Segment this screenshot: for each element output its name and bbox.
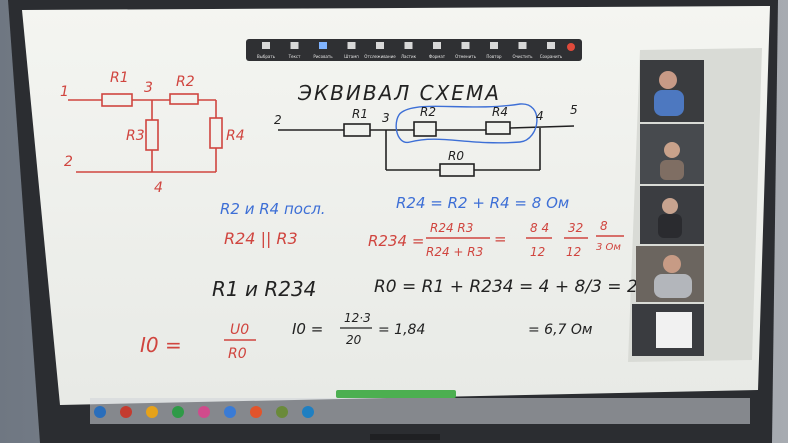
- node-label: 5: [570, 103, 578, 117]
- note-frac2-num: 8 4: [530, 221, 549, 235]
- toolbar-icon[interactable]: [290, 42, 299, 49]
- resistor-label: R2: [176, 74, 195, 90]
- toolbar-item-label[interactable]: Рисовать: [313, 54, 333, 59]
- note-frac1-num: R24 R3: [430, 221, 473, 235]
- toolbar-icon[interactable]: [347, 42, 356, 49]
- toolbar-item-label[interactable]: Отменить: [455, 54, 477, 59]
- taskbar-app-icon[interactable]: [198, 406, 210, 418]
- highlight-loop: [395, 103, 538, 144]
- circuit-left-labels: 1 R1 3 R2 R3 R4 2 4: [60, 70, 245, 196]
- note-frac2-den: 12: [530, 245, 545, 259]
- note-calc-rhs: = 1,84: [378, 322, 425, 338]
- taskbar-app-icon[interactable]: [224, 406, 236, 418]
- toolbar-item-label[interactable]: Отслеживание: [364, 54, 396, 59]
- note-frac4-den: 3 Ом: [596, 242, 621, 253]
- equivalent-circuit-title: ЭКВИВАЛ СХЕМА: [297, 81, 501, 105]
- taskbar-app-icon[interactable]: [302, 406, 314, 418]
- circuit-right: [278, 121, 575, 177]
- toolbar-icon[interactable]: [404, 42, 413, 49]
- screen-share-banner[interactable]: [336, 390, 456, 398]
- note-i0: I0 =: [140, 333, 182, 357]
- note-frac4-num: 8: [600, 219, 608, 233]
- node-label: 3: [382, 111, 390, 125]
- note-calc-den: 20: [346, 333, 362, 347]
- resistor-label: R0: [448, 149, 464, 163]
- note-frac3-den: 12: [566, 245, 581, 259]
- note-frac1-den: R24 + R3: [426, 245, 483, 259]
- node-label: 3: [144, 80, 153, 96]
- taskbar: [90, 390, 750, 424]
- taskbar-app-icon[interactable]: [172, 406, 184, 418]
- resistor-label: R1: [110, 70, 129, 86]
- toolbar-icon[interactable]: [518, 42, 527, 49]
- toolbar-item-label[interactable]: Сохранить: [540, 54, 563, 59]
- note-ohm: = 6,7 Ом: [528, 322, 593, 338]
- note-i0-calc: I0 =: [292, 320, 323, 338]
- toolbar-icon[interactable]: [490, 42, 498, 49]
- note-series-2: R1 и R234: [212, 277, 316, 301]
- toolbar-icon[interactable]: [433, 42, 441, 49]
- taskbar-app-icon[interactable]: [146, 406, 158, 418]
- toolbar-item-label[interactable]: Ластик: [401, 54, 417, 59]
- note-frac3-num: 32: [568, 221, 583, 235]
- toolbar-icon[interactable]: [262, 42, 270, 49]
- circuit-right-labels: 2 R1 3 R2 R4 4 5 R0: [274, 103, 578, 163]
- taskbar-app-icon[interactable]: [120, 406, 132, 418]
- taskbar-app-icon[interactable]: [250, 406, 262, 418]
- toolbar-item-label[interactable]: Текст: [288, 54, 302, 59]
- resistor-label: R2: [420, 105, 436, 119]
- node-label: 2: [274, 113, 282, 127]
- toolbar-icon[interactable]: [547, 42, 555, 49]
- whiteboard-area: [22, 6, 770, 405]
- note-calc-num: 12·3: [344, 311, 371, 325]
- video-panel: [632, 60, 704, 356]
- node-label: 4: [154, 180, 163, 196]
- taskbar-app-icon[interactable]: [276, 406, 288, 418]
- node-label: 2: [64, 154, 73, 170]
- toolbar-item-label[interactable]: Формат: [429, 54, 446, 59]
- note-series: R2 и R4 посл.: [220, 200, 326, 218]
- circuit-left: [68, 93, 223, 173]
- toolbar-item-label[interactable]: Повтор: [486, 54, 502, 59]
- resistor-label: R4: [226, 128, 245, 144]
- note-r0: R0 = R1 + R234 = 4 + 8/3 = 20/3 =: [374, 277, 685, 297]
- note-eq: =: [494, 230, 507, 248]
- resistor-label: R3: [126, 128, 145, 144]
- note-u0: U0: [230, 322, 249, 338]
- node-label: 1: [60, 84, 69, 100]
- resistor-label: R1: [352, 107, 368, 121]
- toolbar-icon[interactable]: [319, 42, 327, 49]
- note-r234-lhs: R234 =: [368, 232, 424, 250]
- toolbar-item-label[interactable]: Очистить: [513, 54, 534, 59]
- toolbar-item-label[interactable]: Выбрать: [257, 54, 276, 59]
- toolbar-icon[interactable]: [461, 42, 470, 49]
- close-icon[interactable]: [567, 43, 575, 51]
- toolbar-icon[interactable]: [376, 42, 384, 49]
- resistor-label: R4: [492, 105, 508, 119]
- annotation-toolbar[interactable]: Выбрать Текст Рисовать Штамп Отслеживание Лас…: [246, 39, 582, 61]
- note-r0-den: R0: [228, 346, 247, 362]
- note-parallel: R24 || R3: [224, 229, 298, 248]
- node-label: 4: [536, 109, 544, 123]
- taskbar-app-icon[interactable]: [94, 406, 106, 418]
- note-r24: R24 = R2 + R4 = 8 Ом: [396, 194, 569, 212]
- notes: R2 и R4 посл. R24 = R2 + R4 = 8 Ом R24 |…: [140, 194, 685, 362]
- toolbar-item-label[interactable]: Штамп: [344, 54, 359, 59]
